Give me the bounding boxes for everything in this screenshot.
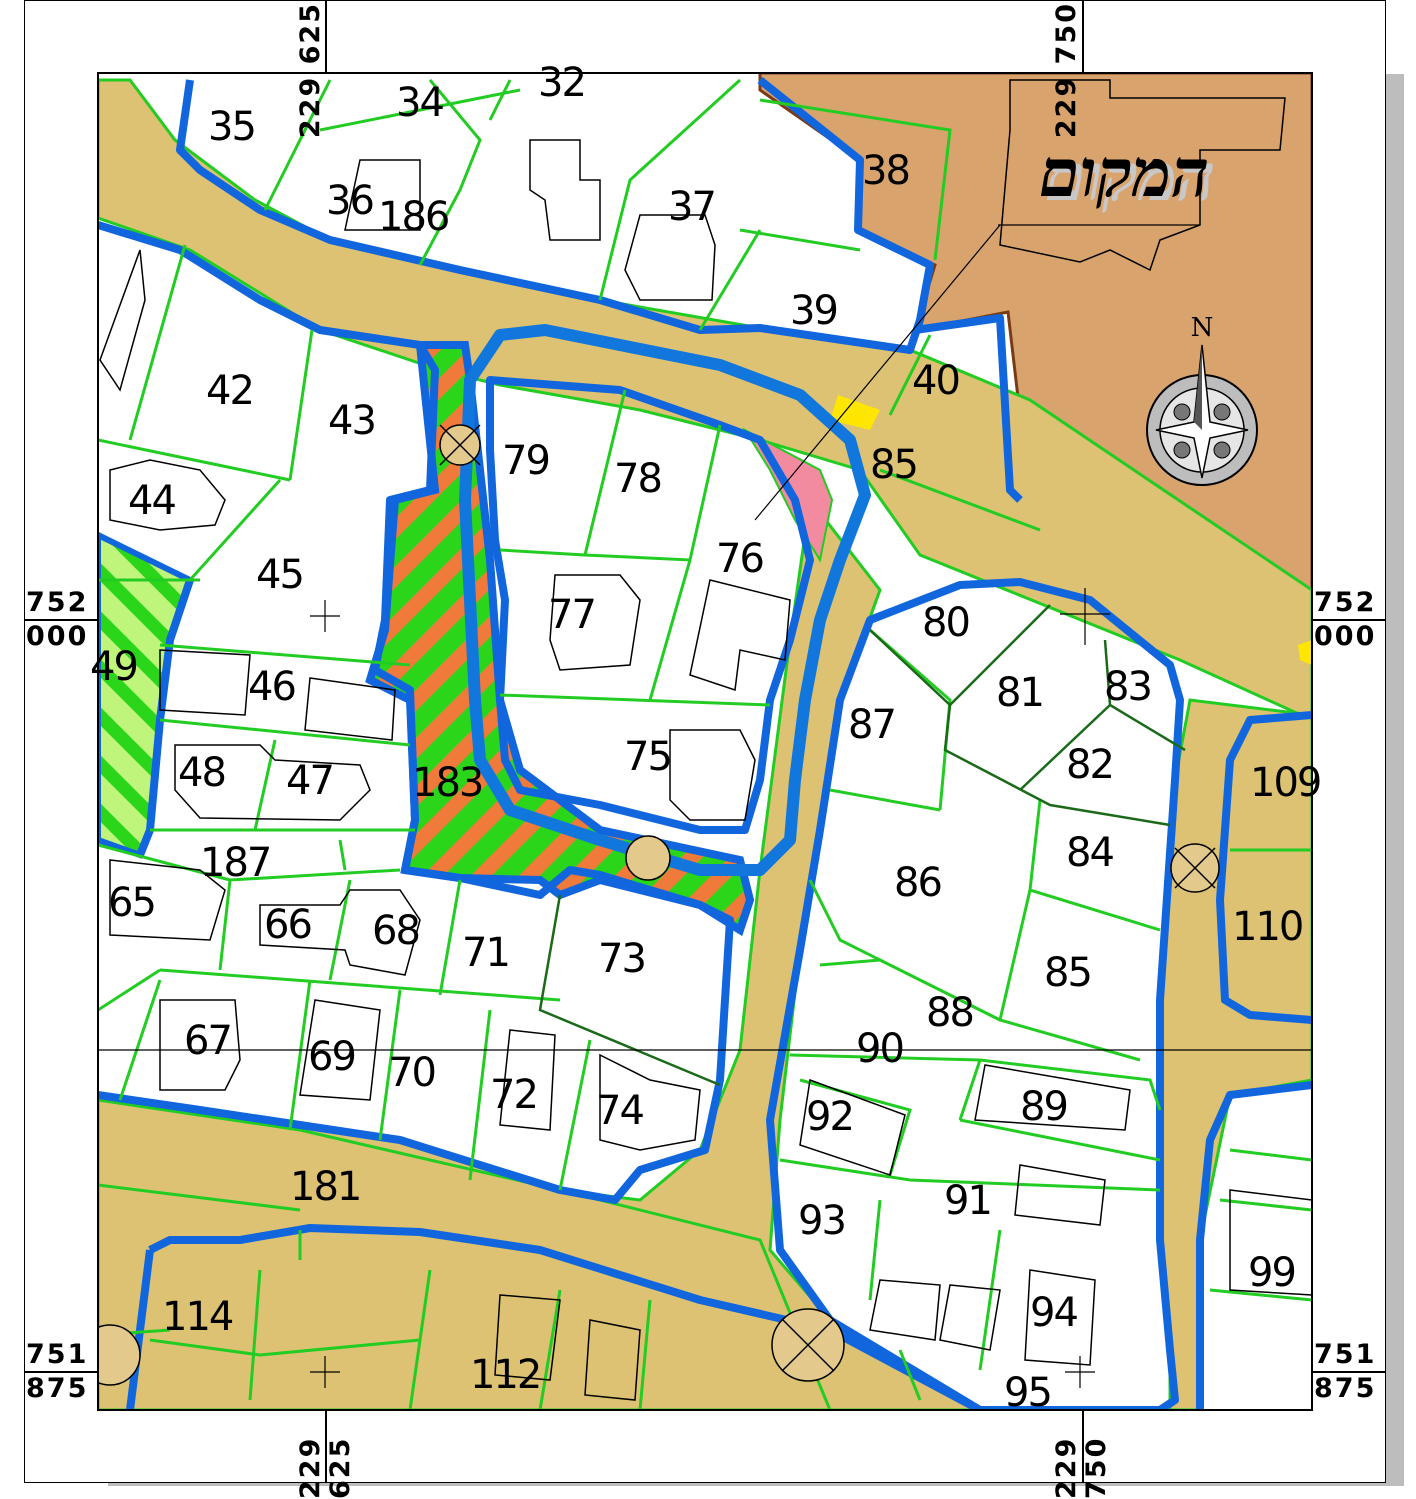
survey-marker (625, 835, 671, 881)
parcel-label: 87 (848, 702, 895, 748)
coord-left-lower-b: 875 (26, 1373, 89, 1404)
parcel-label: 85 (1044, 950, 1091, 996)
coord-left-upper-b: 000 (26, 621, 89, 652)
coord-right-upper-a: 752 (1314, 587, 1377, 618)
parcel-label: 40 (912, 358, 959, 404)
north-label: N (1191, 313, 1214, 343)
parcel-label: 109 (1250, 760, 1320, 806)
parcel-label: 47 (286, 758, 333, 804)
coord-right-upper-b: 000 (1314, 621, 1377, 652)
parcel-label: 80 (922, 600, 969, 646)
coord-top-right: 229 750 (1051, 2, 1082, 139)
parcel-label: 91 (944, 1178, 991, 1224)
coord-top-left: 229 625 (295, 2, 326, 139)
parcel-label: 38 (862, 148, 909, 194)
parcel-label: 110 (1232, 904, 1302, 950)
parcel-label: 186 (378, 194, 448, 240)
parcel-label: 75 (624, 734, 671, 780)
parcel-label: 68 (372, 908, 419, 954)
parcel-label: 99 (1248, 1250, 1295, 1296)
parcel-label: 78 (614, 456, 661, 502)
parcel-label: 65 (108, 880, 155, 926)
parcel-label: 181 (290, 1164, 360, 1210)
parcel-label: 71 (462, 930, 509, 976)
coord-right-lower-b: 875 (1314, 1373, 1377, 1404)
grid-lines (98, 224, 1312, 1388)
parcel-label: 90 (856, 1026, 903, 1072)
parcel-label: 81 (996, 670, 1043, 716)
parcel-label: 85 (870, 442, 917, 488)
coordinate-ticks (24, 0, 1386, 1483)
parcel-label: 42 (206, 368, 253, 414)
parcel-label: 72 (490, 1072, 537, 1118)
survey-markers (98, 424, 1220, 1386)
parcel-label: 45 (256, 552, 303, 598)
north-arrow-icon (1146, 344, 1258, 486)
parcel-label: 67 (184, 1018, 231, 1064)
parcel-label: 84 (1066, 830, 1113, 876)
coord-left-upper-a: 752 (26, 587, 89, 618)
parcel-lines (98, 78, 1312, 1410)
yellow-marker-a (830, 395, 880, 430)
parcel-label: 183 (412, 760, 482, 806)
parcel-label: 112 (470, 1352, 540, 1398)
survey-marker (98, 1324, 141, 1386)
parcel-label: 39 (790, 288, 837, 334)
parcel-label: 74 (596, 1088, 643, 1134)
parcel-label: 77 (548, 592, 595, 638)
parcel-label: 92 (806, 1094, 853, 1140)
parcel-label: 79 (502, 438, 549, 484)
site-title-shadow: המקום (1045, 138, 1215, 216)
site-title: המקום (1039, 134, 1209, 212)
parcel-label: 93 (798, 1198, 845, 1244)
parcel-label: 48 (178, 750, 225, 796)
parcel-label: 73 (598, 936, 645, 982)
parcel-labels: 35 34 32 38 36 186 37 39 40 42 43 79 78 … (90, 60, 1322, 1416)
project-boundary[interactable] (459, 324, 871, 876)
parcel-label: 114 (162, 1294, 233, 1340)
parcel-label: 88 (926, 990, 973, 1036)
coord-right-lower-a: 751 (1314, 1339, 1377, 1370)
building-outlines (99, 79, 1312, 1401)
parcel-label: 82 (1066, 742, 1113, 788)
parcel-label: 32 (538, 60, 585, 106)
parcel-label: 44 (128, 478, 175, 524)
parcel-label: 69 (308, 1034, 355, 1080)
parcel-label: 83 (1104, 664, 1151, 710)
parcel-label: 36 (326, 178, 373, 224)
yellow-marker-b (1298, 640, 1312, 665)
parcel-label: 95 (1004, 1370, 1051, 1416)
parcel-label: 89 (1020, 1084, 1067, 1130)
parcel-label: 34 (396, 80, 443, 126)
parcel-label: 35 (208, 104, 255, 150)
parcel-label: 76 (716, 536, 763, 582)
parcel-label: 187 (200, 840, 270, 886)
coord-bottom-right: 229 750 (1051, 1436, 1112, 1499)
coord-bottom-left: 229 625 (295, 1436, 356, 1499)
parcel-label: 49 (90, 644, 137, 690)
parcel-label: 46 (248, 664, 295, 710)
parcel-label: 70 (388, 1050, 435, 1096)
parcel-label: 94 (1030, 1290, 1077, 1336)
coord-left-lower-a: 751 (26, 1339, 89, 1370)
parcel-label: 86 (894, 860, 941, 906)
parcel-label: 37 (668, 184, 715, 230)
parcel-label: 66 (264, 902, 311, 948)
parcel-label: 43 (328, 398, 375, 444)
map-frame (97, 72, 1313, 1411)
subdivision-lines (538, 604, 1186, 1087)
